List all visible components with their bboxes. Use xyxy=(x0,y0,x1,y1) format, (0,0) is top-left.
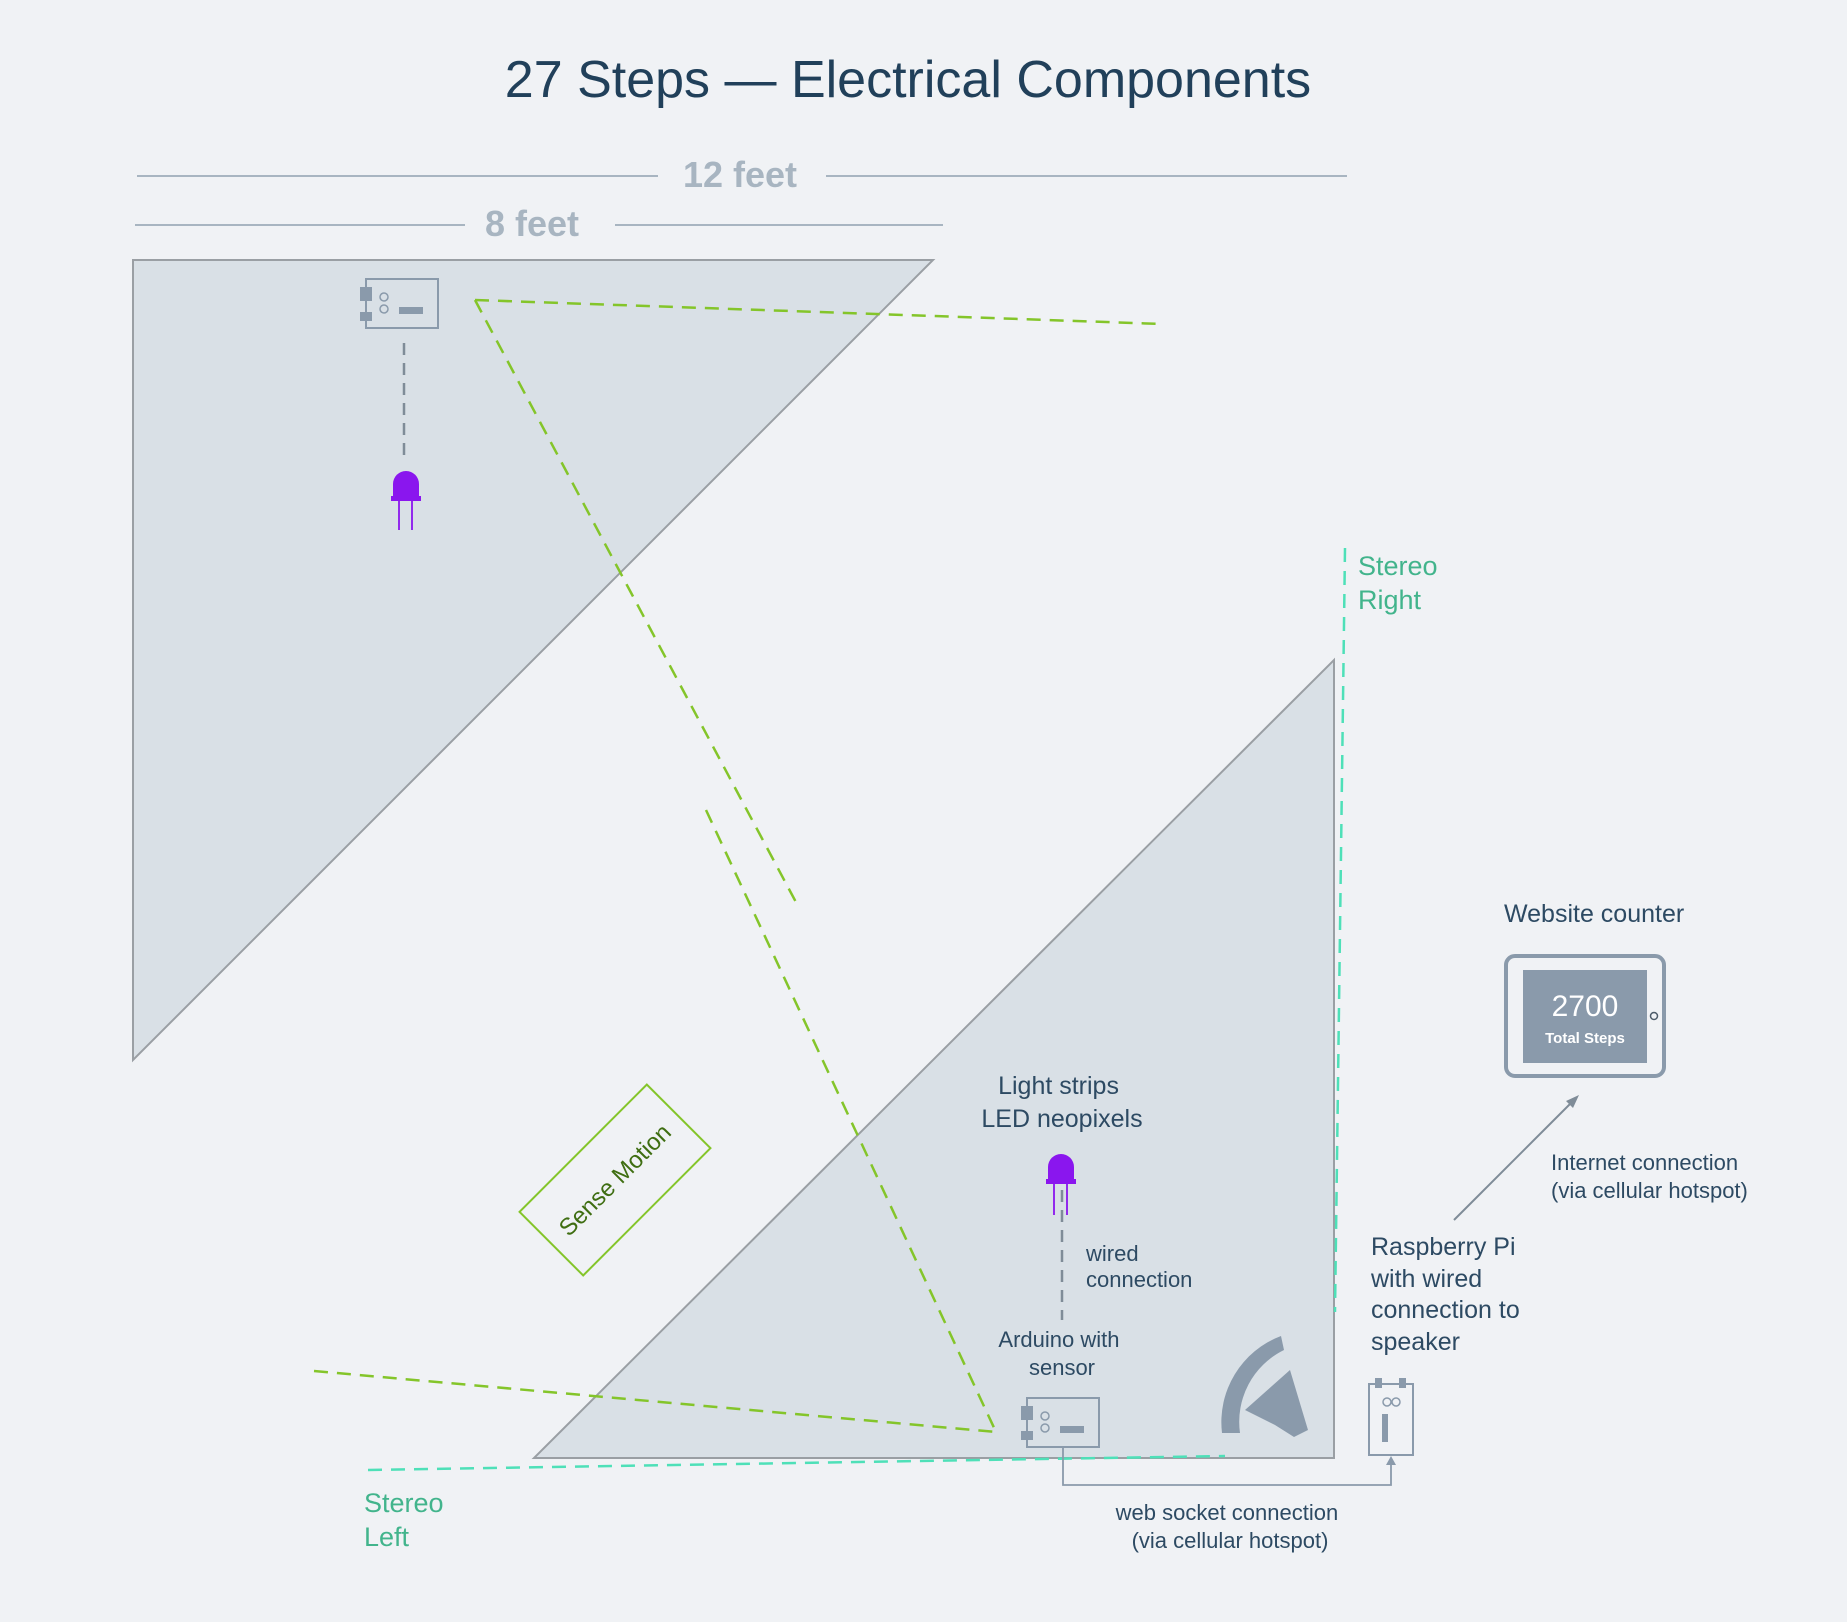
dimension-12-feet: 12 feet xyxy=(137,154,1347,195)
web-socket-connector xyxy=(1062,1447,1396,1486)
internet-connection-label: Internet connection (via cellular hotspo… xyxy=(1551,1150,1748,1203)
web-socket-label: web socket connection (via cellular hots… xyxy=(1115,1500,1345,1553)
page-title: 27 Steps — Electrical Components xyxy=(505,51,1311,109)
website-counter-label: Website counter xyxy=(1504,900,1684,928)
lower-ramp xyxy=(531,657,1335,1459)
internet-connection-arrow xyxy=(1453,1095,1579,1221)
raspberry-pi-label: Raspberry Pi with wired connection to sp… xyxy=(1370,1233,1527,1356)
sense-motion-box: Sense Motion xyxy=(518,1083,712,1277)
stereo-wires xyxy=(367,547,1347,1472)
arduino-label: Arduino with sensor xyxy=(998,1327,1125,1380)
upper-ramp xyxy=(132,259,936,1063)
tablet-icon: 2700 Total Steps xyxy=(1504,954,1666,1078)
arduino-board-icon xyxy=(360,278,439,329)
dimension-8-feet-label: 8 feet xyxy=(485,203,579,244)
stereo-right-label: Stereo Right xyxy=(1358,551,1445,615)
raspberry-pi-icon xyxy=(1368,1378,1414,1456)
led-icon xyxy=(1046,1154,1076,1215)
wired-connection-label: wired connection xyxy=(1085,1241,1192,1292)
stereo-left-label: Stereo Left xyxy=(364,1488,451,1552)
light-strips-label: Light strips LED neopixels xyxy=(981,1072,1142,1133)
dimension-8-feet: 8 feet xyxy=(135,203,943,244)
led-icon xyxy=(391,471,421,530)
counter-caption: Total Steps xyxy=(1545,1030,1625,1047)
sense-motion-label: Sense Motion xyxy=(554,1119,677,1242)
dimension-12-feet-label: 12 feet xyxy=(683,154,797,195)
counter-value: 2700 xyxy=(1552,990,1619,1023)
speaker-icon xyxy=(1221,1336,1308,1437)
